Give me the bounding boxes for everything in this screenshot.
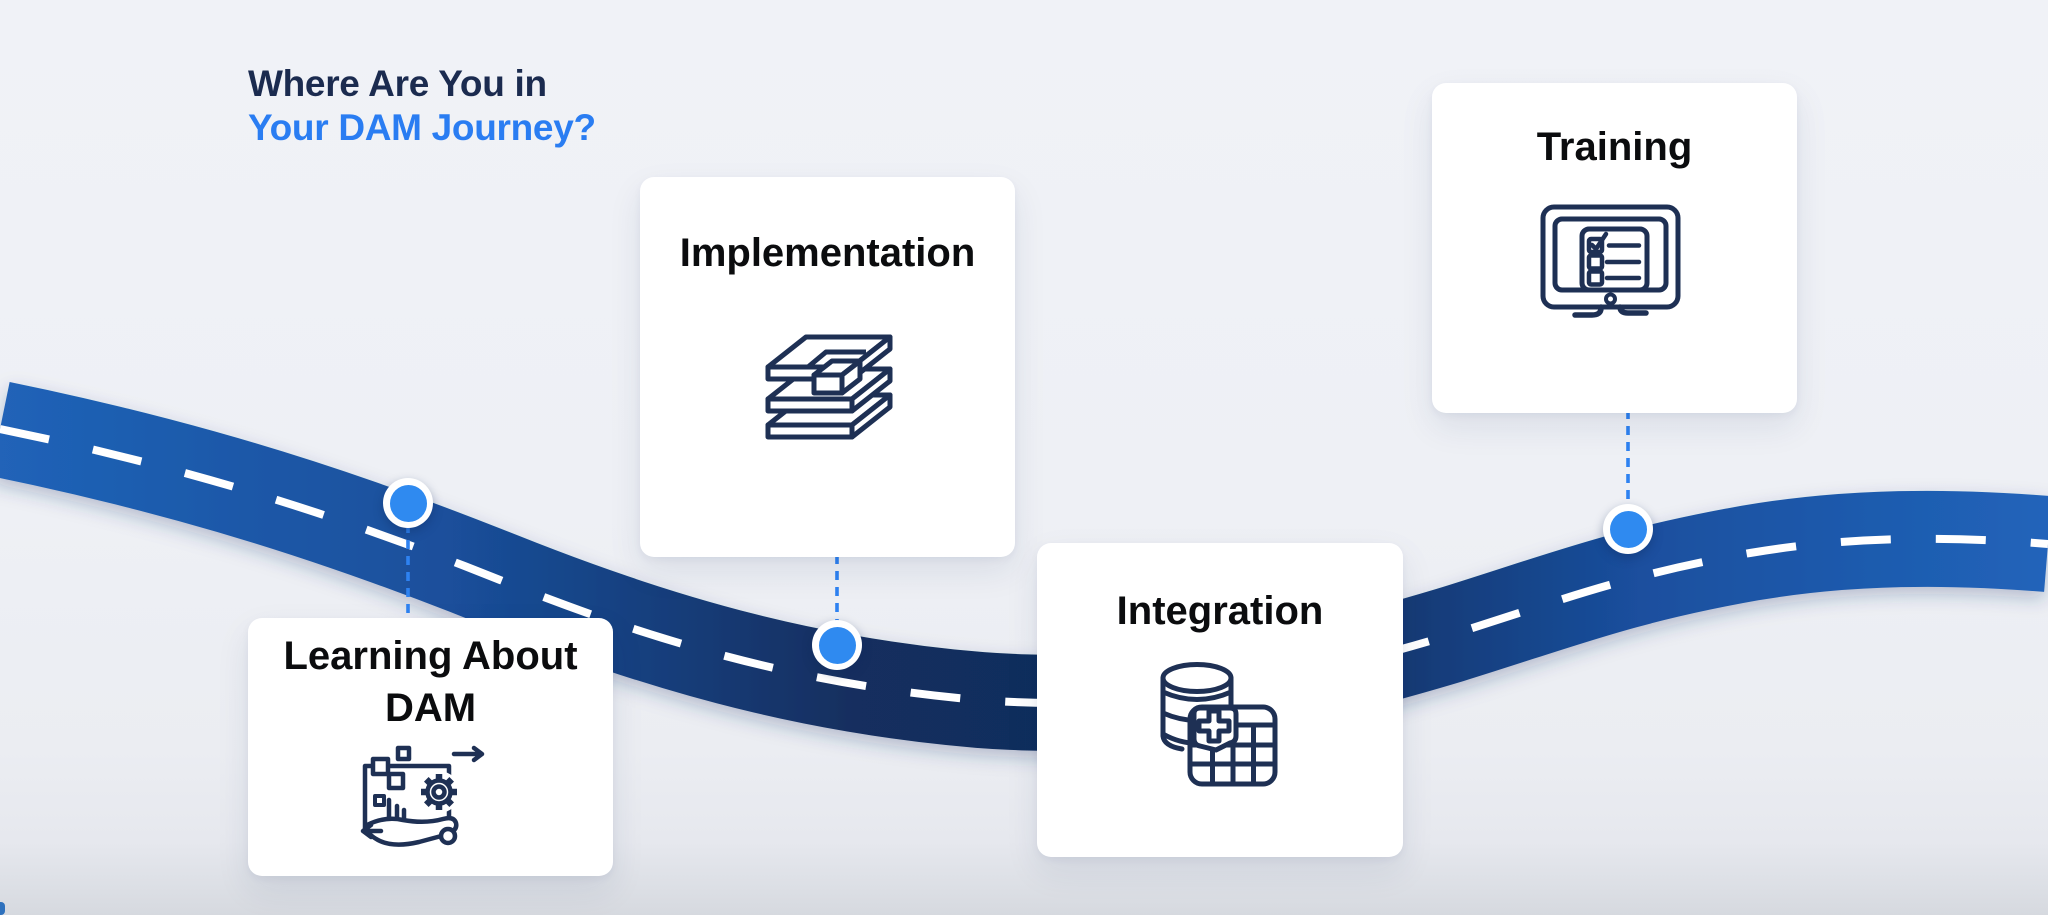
database-table-plus-icon <box>1160 662 1278 787</box>
road-fragment <box>0 902 5 915</box>
page-title-line1: Where Are You in <box>248 63 547 104</box>
milestone-dot-implementation <box>812 620 862 670</box>
stage-card-learning: Learning About DAM <box>248 618 613 876</box>
milestone-dot-core <box>389 484 427 522</box>
hand-presenting-asset-board-icon <box>360 745 484 847</box>
stage-label: Training <box>1536 125 1693 169</box>
milestone-dot-core <box>818 626 856 664</box>
stage-label: Implementation <box>679 231 976 275</box>
page-title-line2: Your DAM Journey? <box>248 106 596 148</box>
stage-card-training: Training <box>1432 83 1797 413</box>
stage-card-implementation: Implementation <box>640 177 1015 557</box>
page-title: Where Are You in Your DAM Journey? <box>248 62 596 149</box>
monitor-checklist-icon <box>1540 204 1680 318</box>
milestone-dot-training <box>1603 504 1653 554</box>
stacked-layers-icon <box>765 334 892 440</box>
stage-label: Learning About DAM <box>283 634 578 730</box>
milestone-dot-core <box>1609 510 1647 548</box>
stage-card-integration: Integration <box>1037 543 1403 857</box>
milestone-dot-learning <box>383 478 433 528</box>
stage-label: Integration <box>1116 589 1324 633</box>
